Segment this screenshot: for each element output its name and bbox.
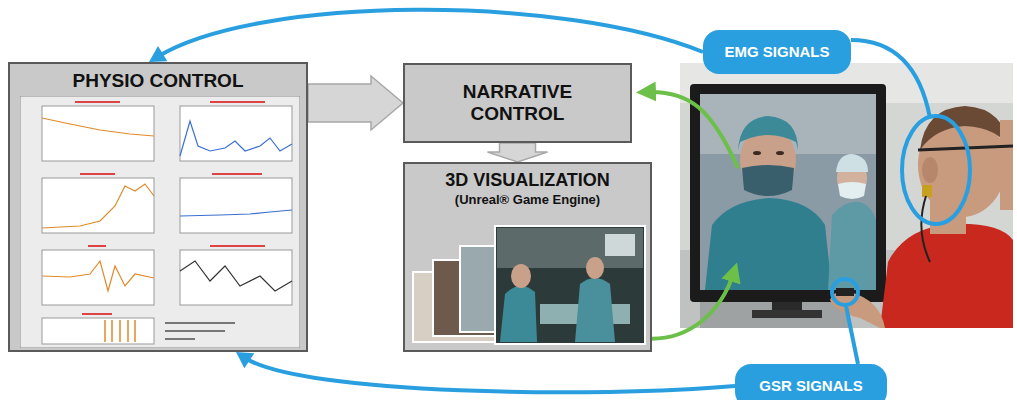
- arrow-head: [149, 46, 167, 62]
- panel-subtitle: (Unreal® Game Engine): [455, 193, 600, 208]
- signal-arc: [244, 358, 735, 393]
- panel-title: PHYSIO CONTROL: [72, 70, 243, 92]
- block-arrow: [488, 143, 548, 162]
- block-arrow: [308, 76, 403, 130]
- connector: [488, 143, 548, 162]
- process-panel: 3D VISUALIZATION (Unreal® Game Engine): [403, 162, 652, 352]
- signal-pill: GSR SIGNALS: [735, 364, 887, 400]
- connector: [308, 76, 403, 130]
- signal-label: EMG SIGNALS: [724, 43, 829, 60]
- process-panel: PHYSIO CONTROL: [8, 62, 308, 352]
- signal-arc: [158, 10, 703, 57]
- box-title: NARRATIVE CONTROL: [443, 81, 593, 125]
- signal-label: GSR SIGNALS: [759, 377, 862, 394]
- process-box: NARRATIVE CONTROL: [403, 63, 632, 143]
- arrow-head: [236, 352, 254, 368]
- connector: [149, 10, 703, 62]
- signal-pill: EMG SIGNALS: [703, 30, 851, 74]
- signal-charts: [20, 96, 300, 348]
- panel-title: 3D VISUALIZATION: [445, 170, 610, 191]
- connector: [236, 352, 735, 392]
